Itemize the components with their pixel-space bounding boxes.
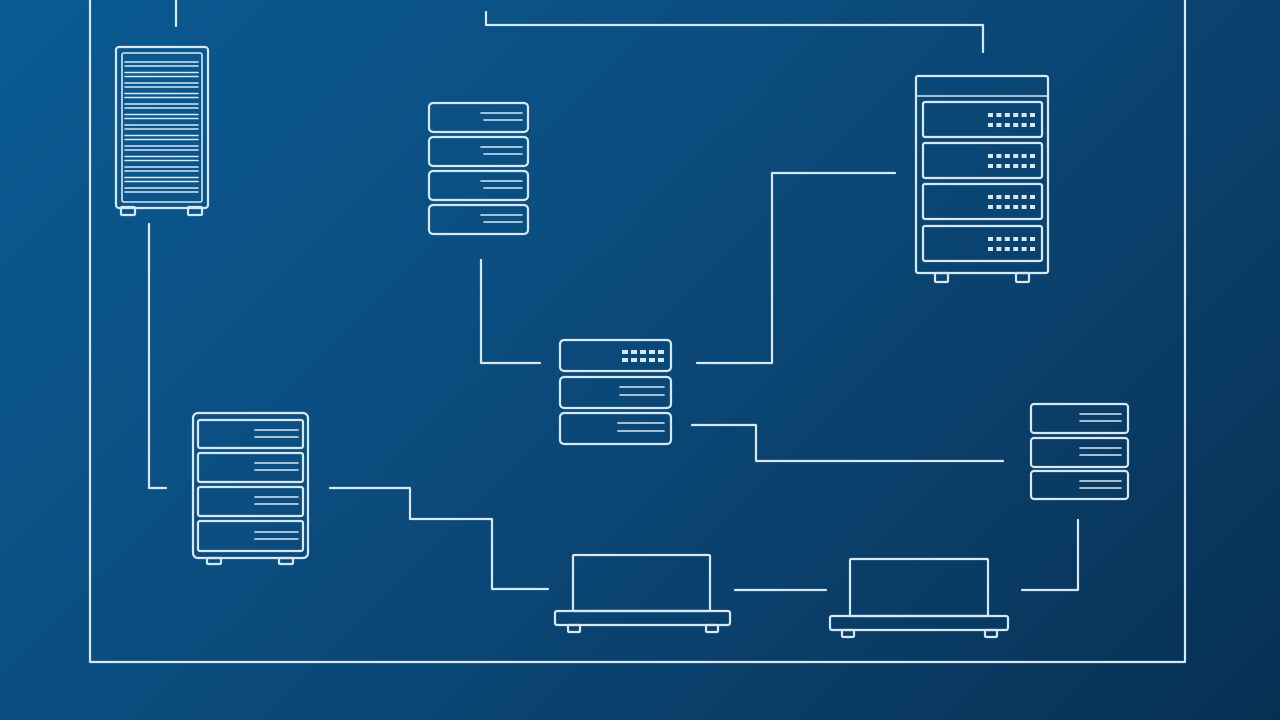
tower-vent-slat bbox=[124, 61, 199, 67]
switch-port bbox=[622, 358, 628, 362]
connector-switch-to-cabinet-right bbox=[695, 171, 897, 365]
tower-vent-slat bbox=[124, 71, 199, 78]
port-led bbox=[1013, 113, 1019, 117]
rack-server-icon bbox=[1029, 402, 1130, 501]
port-led bbox=[1013, 123, 1019, 127]
port-led bbox=[996, 164, 1002, 168]
port-led bbox=[996, 123, 1002, 127]
port-led bbox=[996, 113, 1002, 117]
rack-cabinet-icon bbox=[914, 74, 1050, 284]
tower-vent-slat bbox=[124, 113, 199, 120]
connector-device-to-rack-right bbox=[1020, 518, 1080, 592]
diagram-frame bbox=[88, 0, 1187, 664]
tower-vent-slat bbox=[124, 92, 199, 99]
port-led bbox=[1021, 154, 1027, 158]
switch-port bbox=[649, 358, 655, 362]
port-led bbox=[1004, 113, 1010, 117]
port-led bbox=[1013, 195, 1019, 199]
connector-tower-to-cabinet-left bbox=[147, 222, 168, 490]
port-led bbox=[1021, 164, 1027, 168]
tower-vent-slat bbox=[124, 103, 199, 109]
rack-server-icon bbox=[427, 101, 530, 236]
tower-server-icon bbox=[114, 45, 210, 217]
port-led bbox=[1030, 205, 1035, 209]
port-led bbox=[1021, 195, 1027, 199]
switch-port bbox=[622, 350, 628, 354]
port-led bbox=[996, 195, 1002, 199]
port-led bbox=[988, 195, 993, 199]
rack-cabinet-icon bbox=[191, 411, 310, 566]
port-led bbox=[996, 205, 1002, 209]
port-led bbox=[1013, 205, 1019, 209]
port-led bbox=[1030, 164, 1035, 168]
port-led bbox=[988, 113, 993, 117]
switch-port bbox=[640, 358, 646, 362]
port-led bbox=[1013, 154, 1019, 158]
port-led bbox=[1004, 123, 1010, 127]
port-led bbox=[1030, 247, 1035, 251]
port-led bbox=[996, 247, 1002, 251]
tower-vent-slat bbox=[124, 124, 199, 130]
port-led bbox=[1004, 247, 1010, 251]
network-device-icon bbox=[553, 553, 732, 634]
network-switch-icon bbox=[558, 338, 673, 446]
tower-vent-slat bbox=[124, 155, 199, 162]
port-led bbox=[1013, 237, 1019, 241]
port-led bbox=[988, 205, 993, 209]
port-led bbox=[1004, 164, 1010, 168]
port-led bbox=[1021, 113, 1027, 117]
port-led bbox=[1030, 113, 1035, 117]
tower-vent-slat bbox=[124, 82, 199, 88]
port-led bbox=[996, 237, 1002, 241]
port-led bbox=[1004, 195, 1010, 199]
switch-port bbox=[631, 350, 637, 354]
switch-port bbox=[658, 350, 664, 354]
port-led bbox=[1021, 247, 1027, 251]
port-led bbox=[1004, 205, 1010, 209]
port-led bbox=[1030, 154, 1035, 158]
connector-cabinet-left-to-device bbox=[328, 486, 550, 591]
port-led bbox=[1004, 237, 1010, 241]
tower-vent-slat bbox=[124, 176, 199, 183]
tower-vent-slat bbox=[124, 134, 199, 141]
connector-switch-to-rack-right bbox=[690, 423, 1005, 463]
tower-vent-slat bbox=[124, 187, 199, 193]
port-led bbox=[988, 247, 993, 251]
port-led bbox=[1030, 237, 1035, 241]
switch-port bbox=[640, 350, 646, 354]
connector-rack-stack-to-switch bbox=[479, 258, 542, 365]
port-led bbox=[1021, 205, 1027, 209]
port-led bbox=[1004, 154, 1010, 158]
switch-port bbox=[649, 350, 655, 354]
switch-port bbox=[631, 358, 637, 362]
port-led bbox=[1030, 195, 1035, 199]
port-led bbox=[988, 123, 993, 127]
port-led bbox=[1021, 237, 1027, 241]
switch-port bbox=[658, 358, 664, 362]
port-led bbox=[1030, 123, 1035, 127]
port-led bbox=[988, 237, 993, 241]
network-device-icon bbox=[828, 557, 1010, 639]
port-led bbox=[1021, 123, 1027, 127]
tower-vent-slat bbox=[124, 166, 199, 172]
port-led bbox=[1013, 164, 1019, 168]
tower-vent-slat bbox=[124, 145, 199, 151]
port-led bbox=[1013, 247, 1019, 251]
port-led bbox=[988, 164, 993, 168]
port-led bbox=[988, 154, 993, 158]
port-led bbox=[996, 154, 1002, 158]
